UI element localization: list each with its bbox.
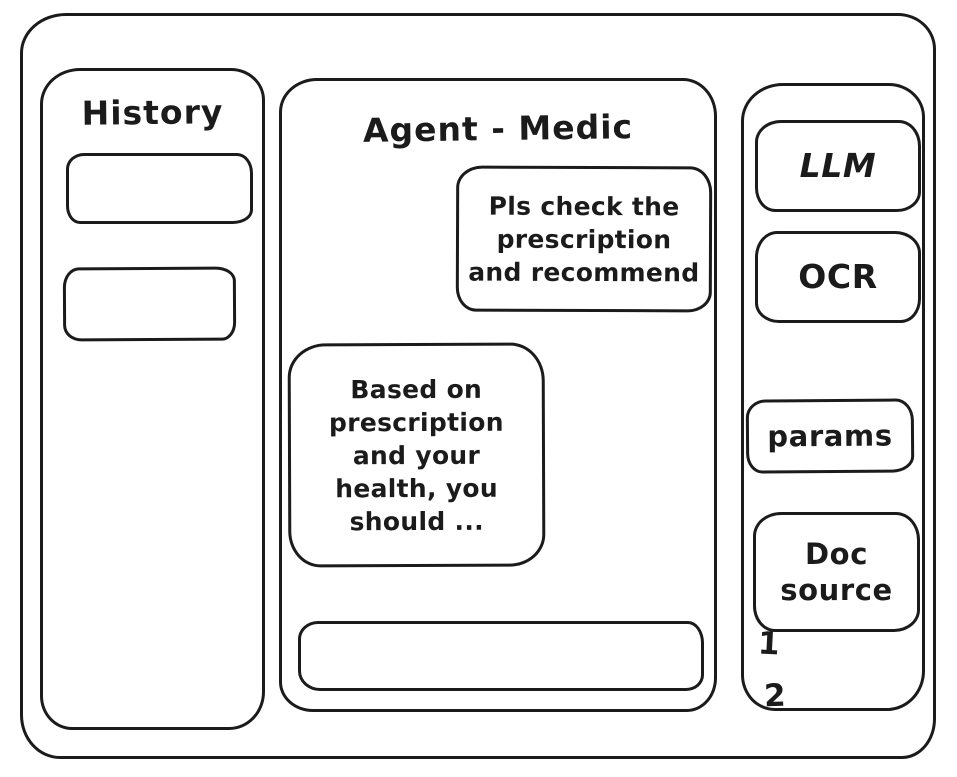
doc-source-button-label: Doc source: [780, 536, 893, 607]
tools-panel: LLM OCR params Doc source 1 2: [741, 83, 925, 714]
message-input[interactable]: [301, 624, 701, 688]
doc-source-item-2[interactable]: 2: [763, 677, 787, 715]
history-item-1[interactable]: [66, 153, 253, 224]
ocr-button-label: OCR: [798, 257, 878, 297]
params-button-label: params: [767, 418, 893, 454]
chat-title: Agent - Medic: [362, 107, 634, 150]
params-button[interactable]: params: [745, 398, 915, 474]
user-message-text: Pls check the prescription and recommend: [468, 191, 700, 287]
history-panel: History: [40, 68, 265, 730]
llm-button-label: LLM: [799, 146, 877, 186]
user-message-bubble: Pls check the prescription and recommend: [455, 165, 713, 313]
message-input-box[interactable]: [298, 621, 704, 691]
llm-button[interactable]: LLM: [755, 120, 921, 212]
app-frame: History Agent - Medic Pls check the pres…: [20, 13, 936, 759]
doc-source-item-1[interactable]: 1: [757, 625, 781, 663]
doc-source-button[interactable]: Doc source: [753, 512, 920, 632]
agent-message-bubble: Based on prescription and your health, y…: [287, 342, 546, 568]
agent-message-text: Based on prescription and your health, y…: [328, 374, 504, 536]
chat-panel: Agent - Medic Pls check the prescription…: [279, 78, 717, 712]
history-title: History: [81, 92, 224, 133]
history-item-2[interactable]: [62, 266, 237, 342]
ocr-button[interactable]: OCR: [755, 231, 921, 323]
